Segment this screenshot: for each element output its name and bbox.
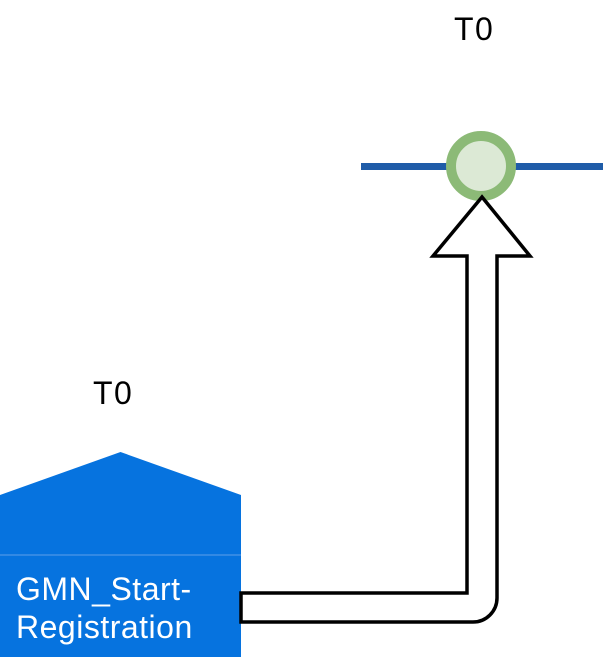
timeline-t0-label: T0 (454, 11, 495, 47)
block-caption-line2: Registration (16, 609, 193, 645)
block-caption: GMN_Start- Registration (16, 570, 242, 646)
event-marker-circle-icon (446, 131, 516, 201)
flow-arrow-icon (239, 194, 534, 624)
block-t0-label: T0 (93, 375, 134, 411)
block-caption-line1: GMN_Start- (16, 571, 192, 607)
